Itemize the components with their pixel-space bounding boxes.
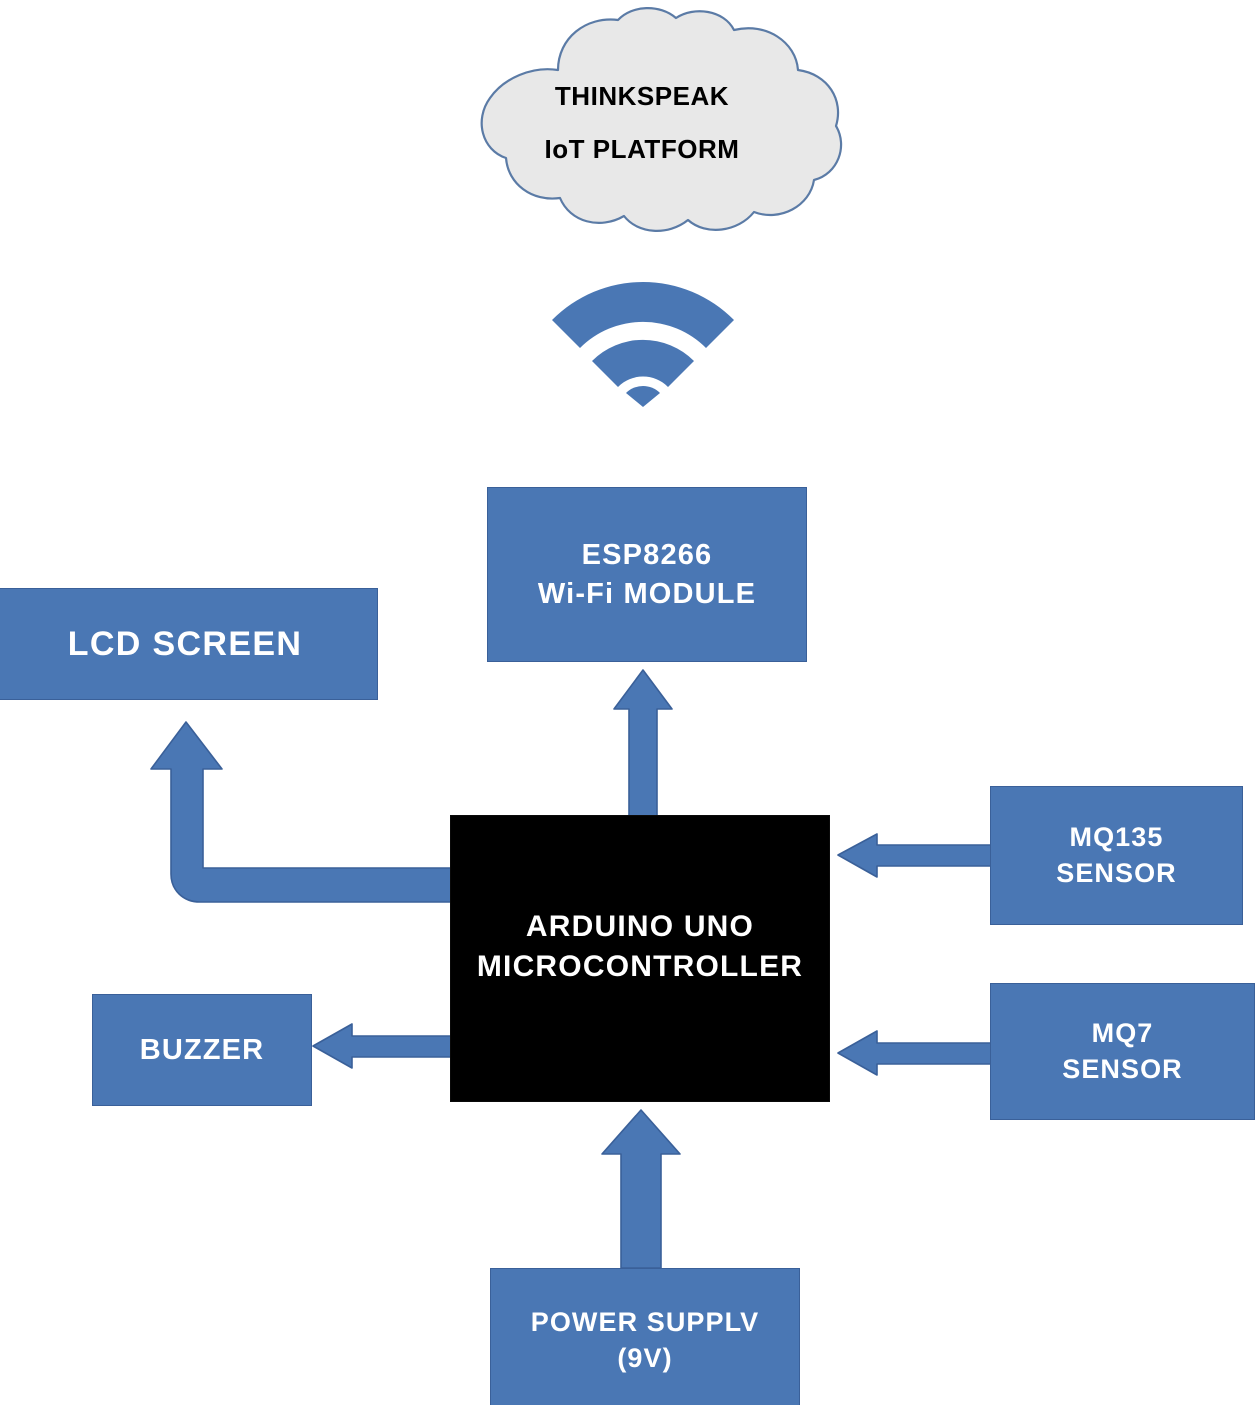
mq7-sensor-block[interactable]: MQ7 SENSOR [990,983,1255,1120]
power-supply-label-line2: (9V) [617,1342,673,1373]
arrow-arduino-to-esp8266 [613,669,673,819]
power-supply-block[interactable]: POWER SUPPLV (9V) [490,1268,800,1405]
esp8266-label-line1: ESP8266 [581,539,713,572]
power-supply-label-line1: POWER SUPPLV [530,1306,760,1337]
arrow-mq7-to-arduino [837,1030,993,1076]
mq135-label-line2: SENSOR [1056,857,1177,888]
esp8266-wifi-module-block[interactable]: ESP8266 Wi-Fi MODULE [487,487,807,662]
wifi-signal-icon [548,272,738,407]
esp8266-label-line2: Wi-Fi MODULE [537,577,757,610]
arrow-arduino-to-buzzer [312,1023,453,1069]
arduino-label-line1: ARDUINO UNO [525,910,755,943]
lcd-screen-label: LCD SCREEN [67,624,303,663]
arduino-uno-block[interactable]: ARDUINO UNO MICROCONTROLLER [450,815,830,1102]
arduino-label-line2: MICROCONTROLLER [476,949,804,983]
buzzer-block[interactable]: BUZZER [92,994,312,1106]
arrow-arduino-to-lcd [150,721,453,903]
lcd-screen-block[interactable]: LCD SCREEN [0,588,378,700]
thinkspeak-cloud: THINKSPEAK IoT PLATFORM [432,7,852,238]
buzzer-label: BUZZER [139,1033,265,1066]
arrow-mq135-to-arduino [837,833,993,878]
arrow-power-to-arduino [601,1109,681,1269]
mq7-label-line1: MQ7 [1091,1017,1154,1048]
mq135-sensor-block[interactable]: MQ135 SENSOR [990,786,1243,925]
mq7-label-line2: SENSOR [1062,1053,1183,1084]
mq135-label-line1: MQ135 [1069,821,1164,852]
